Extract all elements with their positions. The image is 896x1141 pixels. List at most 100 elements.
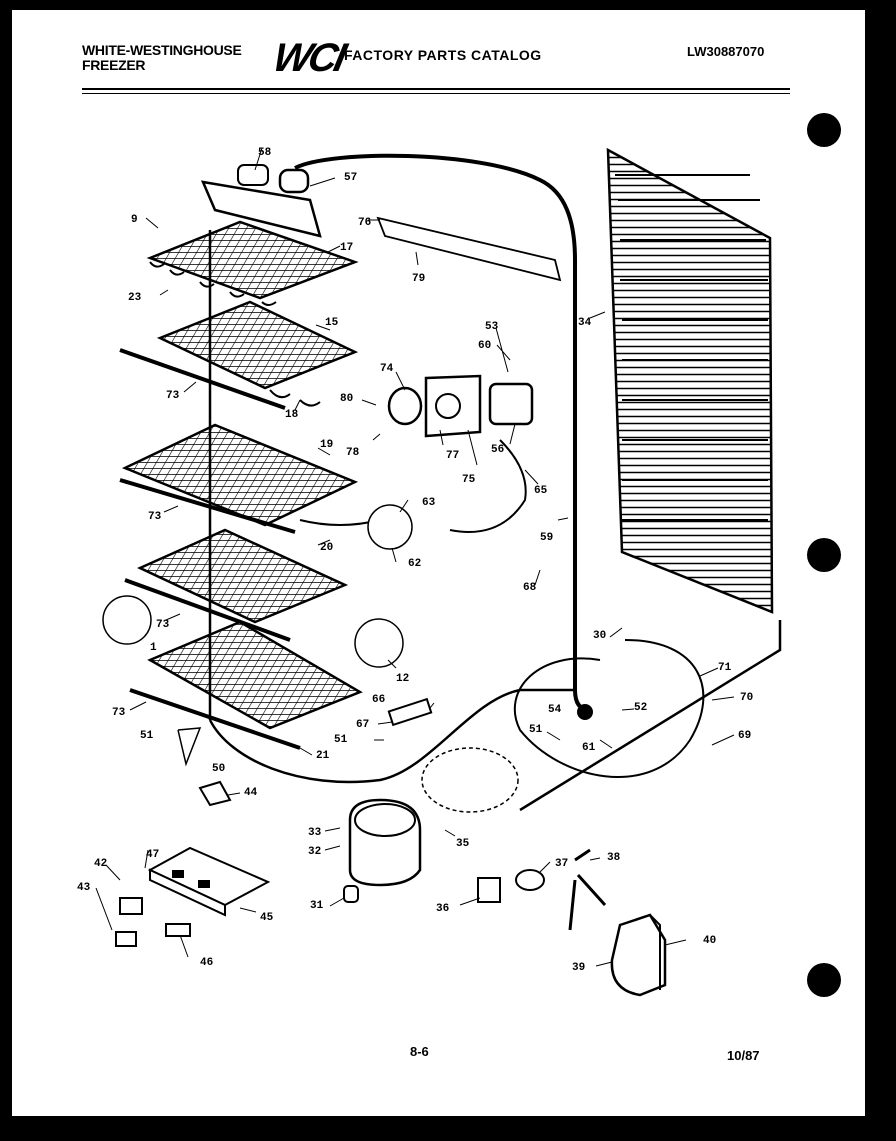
part-label: 77 [446, 450, 459, 462]
exploded-parts-diagram: 58 57 9 17 23 15 73 18 19 73 20 73 1 12 … [77, 147, 782, 997]
return-line [208, 688, 575, 784]
suction-line [294, 153, 591, 712]
page-number: 8-6 [410, 1044, 429, 1059]
part-label: 12 [396, 673, 409, 685]
switch-43 [115, 931, 137, 947]
part-label: 23 [128, 292, 142, 304]
callout-62-63 [367, 504, 413, 550]
part-label: 37 [555, 858, 568, 870]
part-label: 57 [344, 172, 357, 184]
shelf-rail-73-d [129, 688, 301, 750]
part-label: 15 [325, 317, 339, 329]
part-label: 17 [340, 242, 353, 254]
part-label: 45 [260, 912, 274, 924]
part-label: 39 [572, 962, 585, 974]
part-label: 76 [358, 217, 371, 229]
switch-42 [119, 897, 143, 915]
part-label: 59 [540, 532, 553, 544]
part-label: 33 [308, 827, 322, 839]
revision-date: 10/87 [727, 1048, 760, 1063]
part-label: 73 [112, 707, 126, 719]
catalog-sheet: WHITE-WESTINGHOUSE FREEZER WCI FACTORY P… [12, 10, 865, 1116]
shelf-rail-73-b [119, 478, 296, 534]
part-label: 75 [462, 474, 476, 486]
callout-1 [102, 595, 152, 645]
part-label: 54 [548, 704, 562, 716]
brand-block: WHITE-WESTINGHOUSE FREEZER [82, 42, 242, 73]
part-label: 43 [77, 882, 91, 894]
catalog-title: FACTORY PARTS CATALOG [344, 47, 542, 63]
part-label: 21 [316, 750, 330, 762]
part-label: 1 [150, 642, 157, 654]
control-box-45 [147, 846, 271, 917]
part-label: 65 [534, 485, 548, 497]
part-label: 62 [408, 558, 421, 570]
part-label: 40 [703, 935, 716, 947]
part-label: 30 [593, 630, 606, 642]
fan-motor-39-40 [610, 913, 667, 997]
header-rule [82, 88, 790, 94]
grommet-31 [343, 885, 359, 903]
part-label: 51 [334, 734, 348, 746]
compressor-35 [348, 747, 519, 887]
part-label: 63 [422, 497, 436, 509]
condenser-34 [606, 147, 774, 614]
binder-hole-middle [807, 538, 841, 572]
part-label: 60 [478, 340, 491, 352]
fan-motor-assembly [387, 374, 534, 438]
drier-54 [577, 704, 593, 720]
part-label: 46 [200, 957, 213, 969]
part-label: 74 [380, 363, 394, 375]
part-label: 73 [156, 619, 170, 631]
part-label: 34 [578, 317, 592, 329]
part-labels: 58 57 9 17 23 15 73 18 19 73 20 73 1 12 … [77, 147, 753, 974]
shelf-rail-73-c [124, 578, 291, 642]
part-label: 56 [491, 444, 504, 456]
part-label: 67 [356, 719, 369, 731]
part-label: 47 [146, 849, 159, 861]
condenser-fan-37-38 [515, 848, 607, 931]
part-label: 9 [131, 214, 138, 226]
part-label: 58 [258, 147, 272, 159]
light-shield-58-57 [200, 164, 322, 238]
part-label: 73 [166, 390, 180, 402]
part-label: 68 [523, 582, 537, 594]
brand-name: WHITE-WESTINGHOUSE [82, 42, 242, 58]
drain-line [519, 620, 782, 812]
part-label: 44 [244, 787, 258, 799]
binder-hole-bottom [807, 963, 841, 997]
cover-76 [376, 216, 562, 282]
shelf-17 [146, 220, 359, 306]
shelf-19 [121, 423, 359, 527]
screws-51-50 [177, 727, 202, 767]
shelf-20 [136, 528, 349, 624]
part-label: 18 [285, 409, 299, 421]
part-label: 66 [372, 694, 385, 706]
part-label: 78 [346, 447, 360, 459]
part-label: 31 [310, 900, 324, 912]
part-label: 69 [738, 730, 751, 742]
part-label: 52 [634, 702, 647, 714]
relay-36 [477, 877, 501, 903]
callout-12 [354, 618, 404, 668]
part-label: 42 [94, 858, 107, 870]
part-label: 80 [340, 393, 353, 405]
shelf-21 [147, 620, 363, 730]
part-label: 20 [320, 542, 333, 554]
part-label: 32 [308, 846, 321, 858]
capillary-loop [513, 639, 705, 778]
switch-46 [165, 923, 191, 937]
bracket-44 [198, 780, 232, 807]
product-type: FREEZER [82, 57, 146, 73]
bracket-66-67 [387, 697, 433, 727]
part-label: 51 [529, 724, 543, 736]
part-label: 79 [412, 273, 425, 285]
part-label: 51 [140, 730, 154, 742]
part-label: 73 [148, 511, 162, 523]
model-number: LW30887070 [687, 44, 765, 59]
binder-hole-top [807, 113, 841, 147]
part-label: 19 [320, 439, 333, 451]
part-label: 53 [485, 321, 499, 333]
part-label: 70 [740, 692, 753, 704]
part-label: 36 [436, 903, 449, 915]
